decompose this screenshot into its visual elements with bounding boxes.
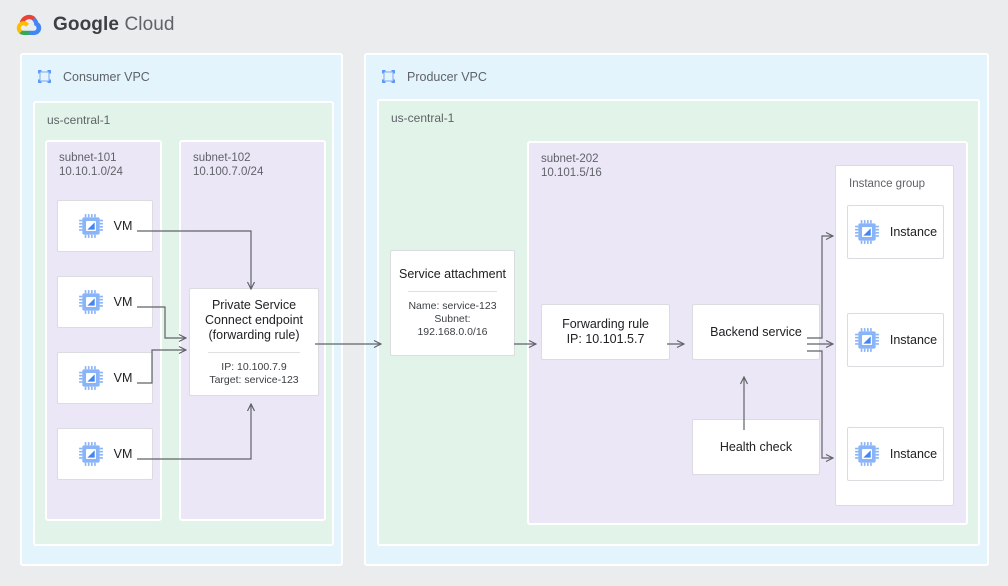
page-header: Google Cloud — [14, 10, 175, 40]
instance-group-label: Instance group — [849, 178, 926, 190]
vm-card-4[interactable]: VM — [57, 428, 153, 480]
vm-card-3[interactable]: VM — [57, 352, 153, 404]
brand-cloud: Cloud — [124, 14, 175, 35]
page-title: Google Cloud — [53, 14, 175, 36]
psc-endpoint-details: IP: 10.100.7.9 Target: service-123 — [209, 360, 299, 386]
vm-chip-icon — [78, 214, 103, 238]
vm-label-3: VM — [113, 371, 133, 385]
service-attachment-details: Name: service-123 Subnet: 192.168.0.0/16 — [408, 300, 497, 338]
backend-service-title: Backend service — [710, 324, 802, 339]
vm-chip-icon — [854, 220, 879, 244]
vm-chip-icon — [78, 442, 103, 466]
instance-label-1: Instance — [889, 225, 938, 239]
forwarding-rule-card[interactable]: Forwarding rule IP: 10.101.5.7 — [541, 304, 670, 360]
producer-vpc-header: Producer VPC — [379, 67, 487, 86]
instance-label-3: Instance — [889, 447, 938, 461]
producer-vpc-container: Producer VPC us-central-1 Service attach… — [364, 53, 989, 566]
vm-chip-icon — [854, 328, 879, 352]
brand-google: Google — [53, 14, 120, 35]
subnet-202-label: subnet-202 10.101.5/16 — [541, 153, 602, 179]
service-attachment-card[interactable]: Service attachment Name: service-123 Sub… — [390, 250, 515, 356]
subnet-102-container: subnet-102 10.100.7.0/24 Private Service… — [179, 140, 326, 521]
service-attachment-title: Service attachment — [399, 267, 506, 281]
subnet-101-label: subnet-101 10.10.1.0/24 — [59, 152, 123, 178]
producer-region-label: us-central-1 — [391, 111, 455, 125]
vpc-icon — [38, 70, 51, 83]
producer-vpc-label: Producer VPC — [407, 69, 487, 84]
vm-card-2[interactable]: VM — [57, 276, 153, 328]
forwarding-rule-title: Forwarding rule IP: 10.101.5.7 — [562, 317, 649, 346]
vm-label-4: VM — [113, 447, 133, 461]
vm-label-1: VM — [113, 219, 133, 233]
vm-chip-icon — [854, 442, 879, 466]
consumer-vpc-header: Consumer VPC — [35, 67, 150, 86]
psc-endpoint-card[interactable]: Private Service Connect endpoint (forwar… — [189, 288, 319, 396]
health-check-card[interactable]: Health check — [692, 419, 820, 475]
consumer-region-label: us-central-1 — [47, 113, 111, 127]
vm-card-1[interactable]: VM — [57, 200, 153, 252]
psc-endpoint-divider — [207, 351, 301, 353]
instance-card-2[interactable]: Instance — [847, 313, 944, 367]
instance-label-2: Instance — [889, 333, 938, 347]
service-attachment-divider — [408, 291, 497, 292]
producer-region-container: us-central-1 Service attachment Name: se… — [377, 99, 980, 546]
vm-chip-icon — [78, 366, 103, 390]
psc-endpoint-title: Private Service Connect endpoint (forwar… — [205, 297, 303, 342]
subnet-101-container: subnet-101 10.10.1.0/24 — [45, 140, 162, 521]
vpc-icon — [382, 70, 395, 83]
instance-card-1[interactable]: Instance — [847, 205, 944, 259]
vm-chip-icon — [78, 290, 103, 314]
consumer-vpc-label: Consumer VPC — [63, 69, 150, 84]
vm-label-2: VM — [113, 295, 133, 309]
consumer-region-container: us-central-1 subnet-101 10.10.1.0/24 — [33, 101, 334, 546]
instance-group-container: Instance group — [835, 165, 954, 506]
consumer-vpc-container: Consumer VPC us-central-1 subnet-101 10.… — [20, 53, 343, 566]
instance-card-3[interactable]: Instance — [847, 427, 944, 481]
subnet-102-label: subnet-102 10.100.7.0/24 — [193, 152, 264, 178]
backend-service-card[interactable]: Backend service — [692, 304, 820, 360]
health-check-title: Health check — [719, 439, 793, 454]
google-cloud-logo-icon — [16, 14, 42, 35]
subnet-202-container: subnet-202 10.101.5/16 Forwarding rule I… — [527, 141, 968, 525]
